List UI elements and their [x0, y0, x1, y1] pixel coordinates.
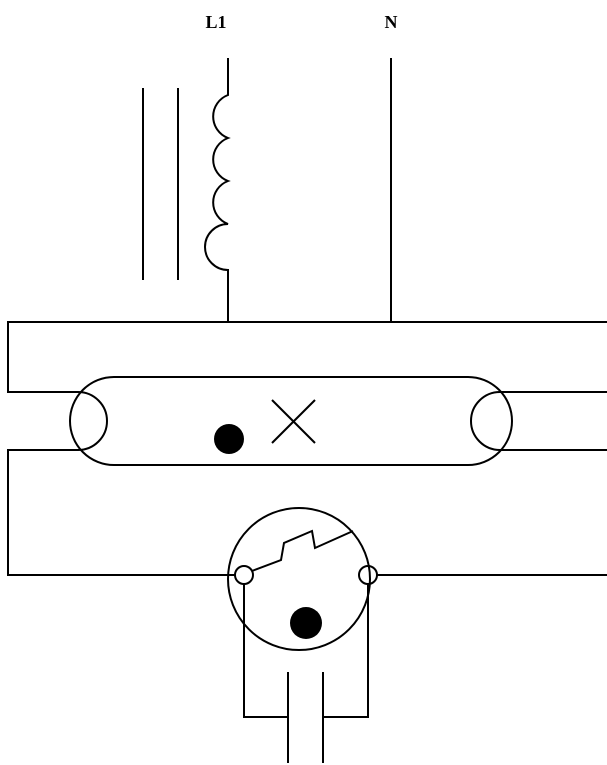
lower-bus-wire — [7, 449, 235, 576]
label-l1: L1 — [205, 12, 226, 32]
starter-bimetal-contact — [251, 529, 354, 572]
tube-dot-marker — [214, 424, 244, 454]
label-n: N — [385, 12, 398, 32]
ballast-inductor — [204, 58, 231, 322]
starter-terminal-left — [234, 565, 254, 585]
tube-filament-left — [77, 391, 108, 451]
ballast-core — [142, 88, 179, 280]
upper-bus-wire — [7, 321, 607, 393]
fluorescent-tube — [69, 376, 513, 466]
tube-x-marker — [271, 399, 316, 444]
starter — [227, 507, 378, 763]
starter-terminal-right — [358, 565, 378, 585]
tube-filament-right — [470, 391, 501, 451]
starter-lead-wire — [243, 584, 369, 763]
starter-dot-marker — [290, 607, 322, 639]
starter-housing — [227, 507, 371, 651]
